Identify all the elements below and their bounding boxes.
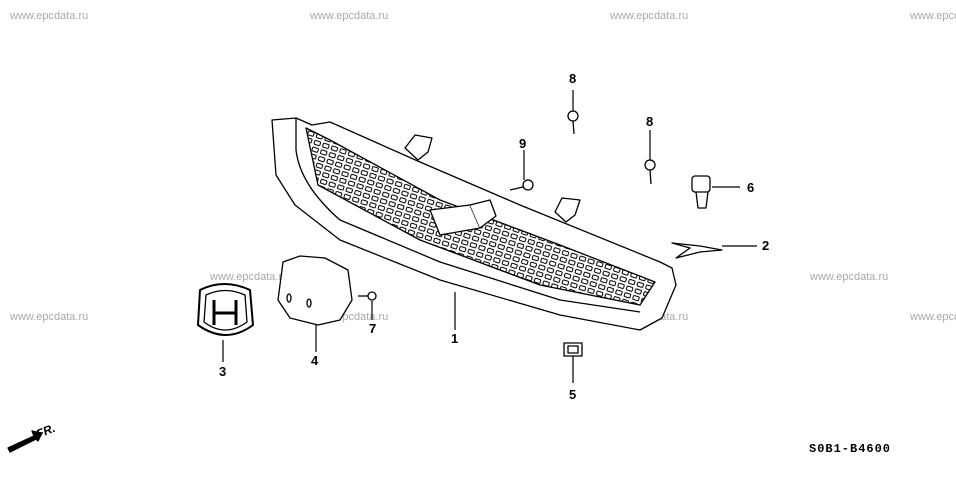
callout-2: 2	[762, 238, 770, 253]
leader-lines	[222, 90, 757, 383]
watermark: www.epcdata.ru	[10, 10, 89, 22]
front-arrow-icon	[7, 430, 43, 453]
callout-4: 4	[311, 353, 319, 368]
nut-5	[563, 342, 583, 357]
watermark: www.epcdata.ru	[610, 10, 689, 22]
diagram-code: S0B1-B4600	[809, 442, 892, 456]
callout-6: 6	[747, 180, 755, 195]
callout-8a: 8	[569, 71, 577, 86]
screw-9	[509, 179, 534, 191]
watermark: www.epcdata.ru	[10, 311, 89, 323]
screw-8b	[644, 159, 656, 185]
clip-2	[671, 242, 723, 259]
clip-6	[691, 175, 711, 209]
callout-7: 7	[369, 321, 377, 336]
watermark: www.epcdata.ru	[910, 311, 956, 323]
screw-7	[358, 291, 377, 301]
watermark: www.epcdata.ru	[810, 271, 889, 283]
callout-9: 9	[519, 136, 527, 151]
watermark: www.epcdata.ru	[210, 271, 289, 283]
callout-5: 5	[569, 387, 577, 402]
callout-1: 1	[451, 331, 459, 346]
grille-part	[271, 117, 677, 331]
callout-8b: 8	[646, 114, 654, 129]
watermark: www.epcdata.ru	[310, 10, 389, 22]
emblem-part	[197, 283, 254, 336]
watermark: www.epcdata.ru	[910, 10, 956, 22]
callout-3: 3	[219, 364, 227, 379]
emblem-base-part	[277, 255, 353, 326]
screw-8a	[567, 110, 579, 135]
